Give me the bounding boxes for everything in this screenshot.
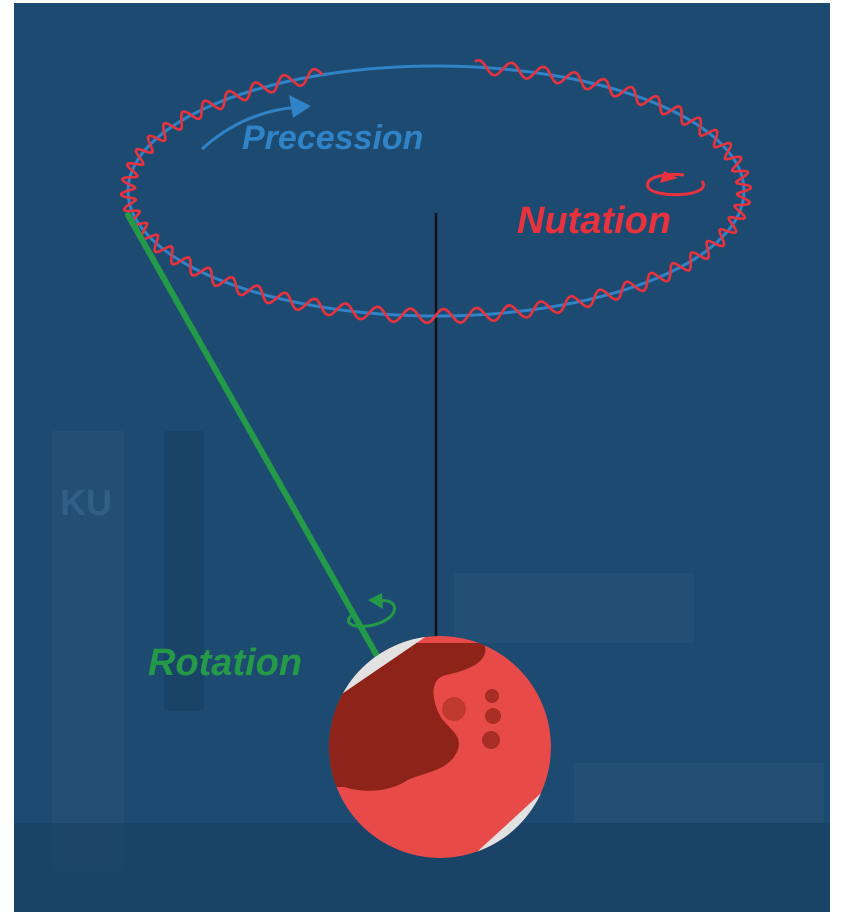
precession-label: Precession bbox=[242, 119, 423, 157]
sphere-spot bbox=[482, 731, 500, 749]
background-logo: KU bbox=[60, 482, 112, 523]
precession-diagram: KU Precession Nutation Rotation bbox=[14, 3, 830, 912]
rotation-label: Rotation bbox=[148, 642, 302, 684]
background-desk bbox=[574, 763, 824, 823]
nutation-label: Nutation bbox=[517, 200, 671, 242]
sphere-spot bbox=[485, 689, 499, 703]
nutation-curl-icon bbox=[648, 171, 704, 195]
sphere-spot bbox=[485, 708, 501, 724]
diagram-stage: KU Precession Nutation Rotation bbox=[14, 3, 830, 912]
sphere-spot bbox=[442, 697, 466, 721]
background-board bbox=[454, 573, 694, 643]
